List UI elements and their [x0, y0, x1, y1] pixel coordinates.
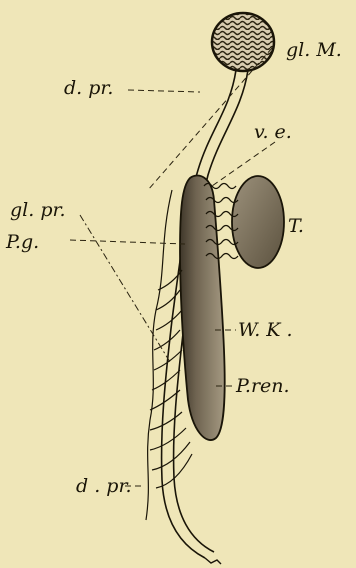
organ-t — [232, 176, 284, 268]
organ-wk — [180, 176, 225, 441]
label-p-g: P.g. — [5, 231, 39, 253]
label-p-ren: P.ren. — [235, 375, 290, 397]
label-d-pr-bottom: d . pr. — [76, 475, 131, 497]
label-t: T. — [288, 215, 304, 237]
leader-lines — [70, 48, 275, 486]
label-w-k: W. K . — [238, 319, 293, 341]
gland-m — [212, 13, 274, 71]
label-d-pr-top: d. pr. — [64, 77, 113, 99]
label-gl-m: gl. M. — [286, 39, 342, 61]
label-v-e: v. e. — [254, 121, 292, 143]
label-gl-pr: gl. pr. — [10, 199, 66, 221]
